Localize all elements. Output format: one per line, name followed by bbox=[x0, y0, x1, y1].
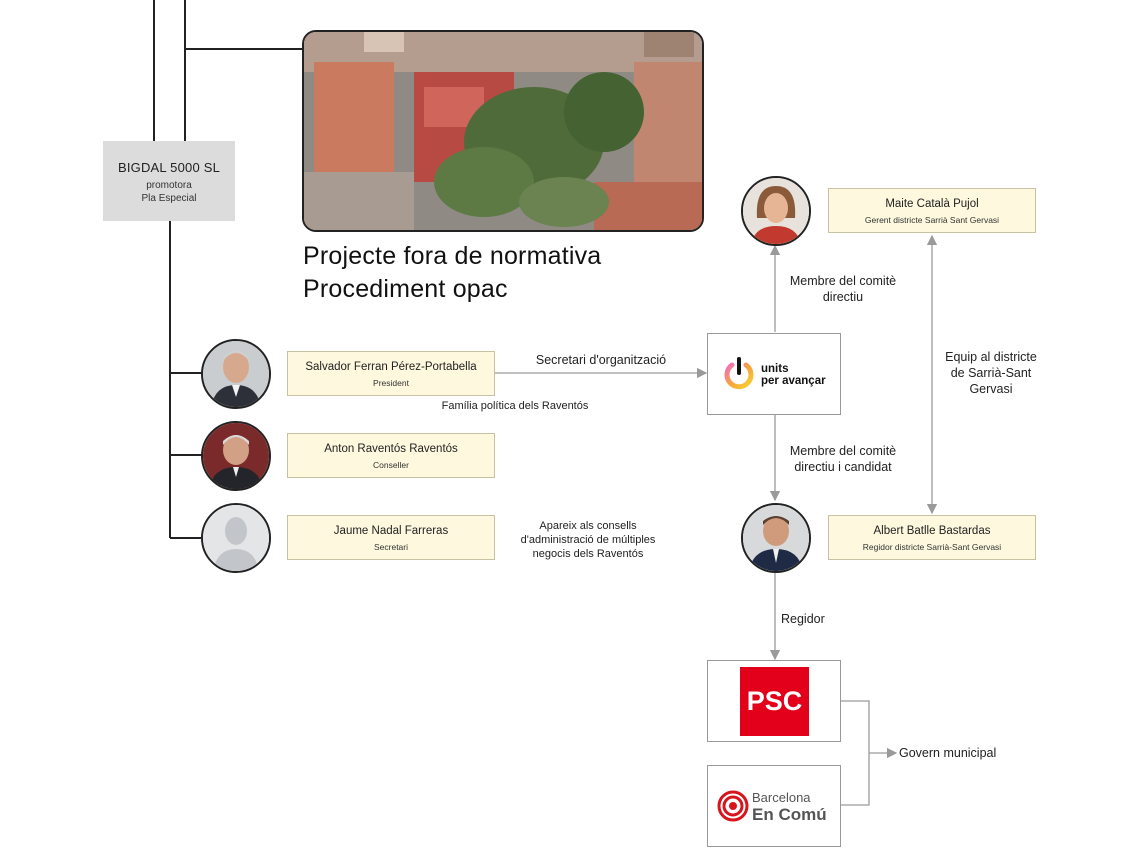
bcomu-logo-line2: En Comú bbox=[752, 805, 827, 824]
company-role: promotora Pla Especial bbox=[103, 179, 235, 205]
edge-label-apareix: Apareix als consells d'administració de … bbox=[500, 519, 676, 561]
avatar-maite bbox=[741, 176, 811, 246]
edge-label-membre-comite: Membre del comitè directiu bbox=[776, 273, 910, 305]
avatar-jaume-placeholder bbox=[201, 503, 271, 573]
edge-label-equip-line3: Gervasi bbox=[969, 382, 1013, 396]
avatar-salvador bbox=[201, 339, 271, 409]
edge-label-govern-municipal: Govern municipal bbox=[899, 746, 997, 760]
person-name: Salvador Ferran Pérez-Portabella bbox=[305, 361, 477, 373]
official-box-albert: Albert Batlle Bastardas Regidor district… bbox=[828, 515, 1036, 560]
person-photo-icon bbox=[203, 423, 269, 489]
person-name: Anton Raventós Raventós bbox=[324, 443, 458, 455]
edge-label-equip-line1: Equip al districte bbox=[945, 350, 1037, 364]
barcelona-en-comu-logo-box: Barcelona En Comú bbox=[707, 765, 841, 847]
official-box-maite: Maite Català Pujol Gerent districte Sarr… bbox=[828, 188, 1036, 233]
units-logo-line2: per avançar bbox=[761, 375, 826, 387]
edge-label-membre-line2: directiu bbox=[822, 290, 864, 304]
company-box: BIGDAL 5000 SL promotora Pla Especial bbox=[103, 141, 235, 221]
official-role: Regidor districte Sarrià-Sant Gervasi bbox=[862, 542, 1002, 552]
units-logo-text: units per avançar bbox=[761, 363, 826, 387]
edge-label-apareix-line1: Apareix als consells bbox=[539, 520, 637, 532]
edge-label-apareix-line2: d'administració de múltiples bbox=[520, 534, 656, 546]
person-placeholder-icon bbox=[203, 505, 269, 571]
headline-line2: Procediment opac bbox=[303, 275, 508, 303]
official-name: Maite Català Pujol bbox=[885, 198, 979, 210]
person-role: Secretari bbox=[373, 542, 408, 552]
psc-logo-box: PSC bbox=[707, 660, 841, 742]
edge-label-secretari: Secretari d'organització bbox=[535, 353, 667, 367]
person-role: President bbox=[373, 378, 409, 388]
units-per-avancar-logo: units per avançar bbox=[707, 333, 841, 415]
edge-label-equip: Equip al districte de Sarrià-Sant Gervas… bbox=[932, 349, 1050, 397]
person-photo-icon bbox=[743, 505, 809, 571]
company-name: BIGDAL 5000 SL bbox=[117, 160, 221, 175]
aerial-photo bbox=[302, 30, 704, 232]
person-box-anton: Anton Raventós Raventós Conseller bbox=[287, 433, 495, 478]
avatar-anton bbox=[201, 421, 271, 491]
edge-label-membre-line1: Membre del comitè bbox=[789, 274, 897, 288]
edge-label-membre-candidat: Membre del comitè directiu i candidat bbox=[776, 443, 910, 475]
person-box-salvador: Salvador Ferran Pérez-Portabella Preside… bbox=[287, 351, 495, 396]
headline-line1: Projecte fora de normativa bbox=[303, 242, 602, 270]
edge-label-apareix-line3: negocis dels Raventós bbox=[532, 548, 644, 560]
person-name: Jaume Nadal Farreras bbox=[333, 525, 449, 537]
person-photo-icon bbox=[203, 341, 269, 407]
company-role-line1: promotora bbox=[146, 180, 192, 191]
official-role: Gerent districte Sarrià Sant Gervasi bbox=[864, 215, 1000, 225]
edge-label-candidat-line1: Membre del comitè bbox=[789, 444, 897, 458]
avatar-albert bbox=[741, 503, 811, 573]
bcomu-logo-line1: Barcelona bbox=[752, 790, 811, 805]
edge-label-regidor: Regidor bbox=[781, 612, 825, 626]
bcomu-logo-text: Barcelona En Comú bbox=[752, 789, 827, 823]
person-role: Conseller bbox=[373, 460, 409, 470]
edge-label-familia: Família política dels Raventós bbox=[441, 400, 589, 412]
edge-label-candidat-line2: directiu i candidat bbox=[794, 460, 892, 474]
units-logo-line1: units bbox=[761, 363, 789, 375]
edge-label-equip-line2: de Sarrià-Sant bbox=[950, 366, 1032, 380]
official-name: Albert Batlle Bastardas bbox=[873, 525, 991, 537]
person-photo-icon bbox=[743, 178, 809, 244]
headline: Projecte fora de normativa Procediment o… bbox=[303, 240, 601, 306]
person-box-jaume: Jaume Nadal Farreras Secretari bbox=[287, 515, 495, 560]
units-power-icon bbox=[724, 357, 754, 390]
psc-logo: PSC bbox=[740, 667, 809, 736]
aerial-photo-image bbox=[304, 32, 702, 230]
bcomu-swirl-icon bbox=[717, 790, 749, 822]
company-role-line2: Pla Especial bbox=[141, 193, 197, 204]
